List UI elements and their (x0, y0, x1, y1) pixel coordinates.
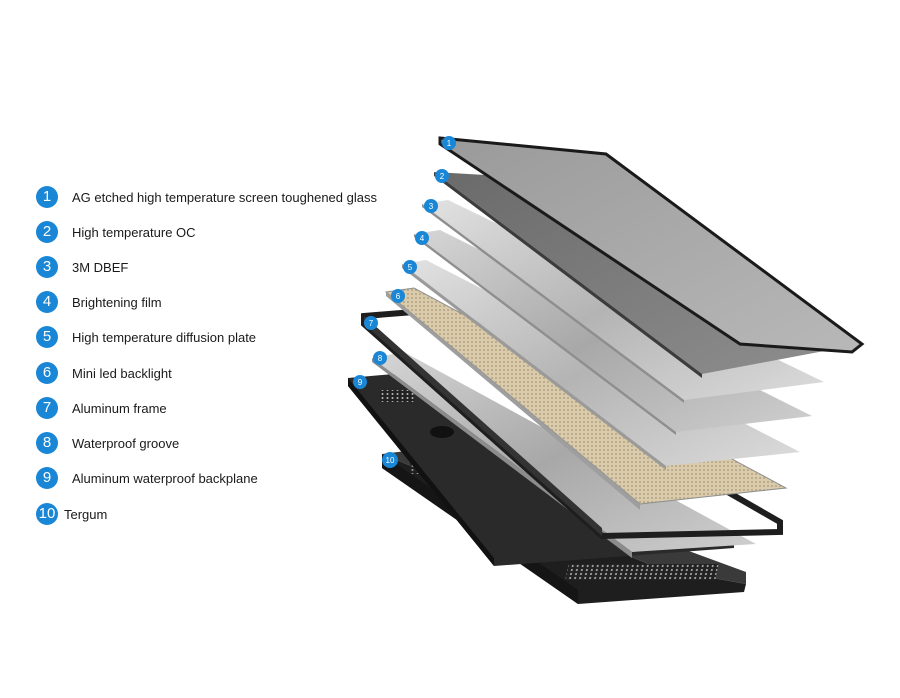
legend-label-5: High temperature diffusion plate (72, 329, 257, 345)
legend-label-9: Aluminum waterproof backplane (72, 470, 258, 486)
legend-label-10: Tergum (64, 506, 108, 522)
svg-text:3: 3 (429, 202, 434, 211)
tergum-vent (565, 564, 719, 580)
svg-text:7: 7 (369, 319, 374, 328)
diagram-marker-6: 6 (391, 289, 405, 303)
backplane-vent (380, 390, 414, 402)
diagram-marker-8: 8 (373, 351, 387, 365)
badge-1: 1 (36, 186, 58, 208)
badge-7: 7 (36, 397, 58, 419)
legend-item-5: 5 High temperature diffusion plate (36, 326, 256, 348)
svg-text:2: 2 (440, 172, 445, 181)
svg-text:1: 1 (447, 139, 452, 148)
backplane-port (430, 426, 454, 438)
exploded-layer-diagram: 1 2 3 4 5 6 7 8 9 10 (348, 136, 865, 604)
diagram-marker-9: 9 (353, 375, 367, 389)
legend-item-7: 7 Aluminum frame (36, 397, 167, 419)
legend-item-2: 2 High temperature OC (36, 221, 196, 243)
legend-item-8: 8 Waterproof groove (36, 432, 179, 454)
badge-4: 4 (36, 291, 58, 313)
diagram-marker-3: 3 (424, 199, 438, 213)
badge-5: 5 (36, 326, 58, 348)
svg-text:5: 5 (408, 263, 413, 272)
legend-label-8: Waterproof groove (72, 435, 180, 451)
legend-item-3: 3 3M DBEF (36, 256, 128, 278)
diagram-marker-4: 4 (415, 231, 429, 245)
legend-item-4: 4 Brightening film (36, 291, 162, 313)
diagram-marker-1: 1 (442, 136, 456, 150)
legend-label-1: AG etched high temperature screen toughe… (72, 189, 377, 205)
legend-label-4: Brightening film (72, 294, 162, 310)
layer-toughened-glass (438, 136, 865, 354)
diagram-marker-2: 2 (435, 169, 449, 183)
legend-item-1: 1 AG etched high temperature screen toug… (36, 186, 377, 208)
legend-label-2: High temperature OC (72, 224, 196, 240)
svg-text:8: 8 (378, 354, 383, 363)
diagram-marker-10: 10 (382, 452, 398, 468)
svg-text:10: 10 (386, 456, 395, 465)
diagram-marker-5: 5 (403, 260, 417, 274)
badge-3: 3 (36, 256, 58, 278)
badge-2: 2 (36, 221, 58, 243)
badge-6: 6 (36, 362, 58, 384)
legend-item-9: 9 Aluminum waterproof backplane (36, 467, 258, 489)
legend-label-6: Mini led backlight (72, 365, 172, 381)
legend-label-7: Aluminum frame (72, 400, 167, 416)
badge-10: 10 (36, 503, 58, 525)
legend-item-6: 6 Mini led backlight (36, 362, 172, 384)
svg-text:9: 9 (358, 378, 363, 387)
diagram-marker-7: 7 (364, 316, 378, 330)
svg-text:6: 6 (396, 292, 401, 301)
legend-label-3: 3M DBEF (72, 259, 129, 275)
badge-9: 9 (36, 467, 58, 489)
svg-text:4: 4 (420, 234, 425, 243)
badge-8: 8 (36, 432, 58, 454)
legend-item-10: 10 Tergum (36, 503, 107, 525)
